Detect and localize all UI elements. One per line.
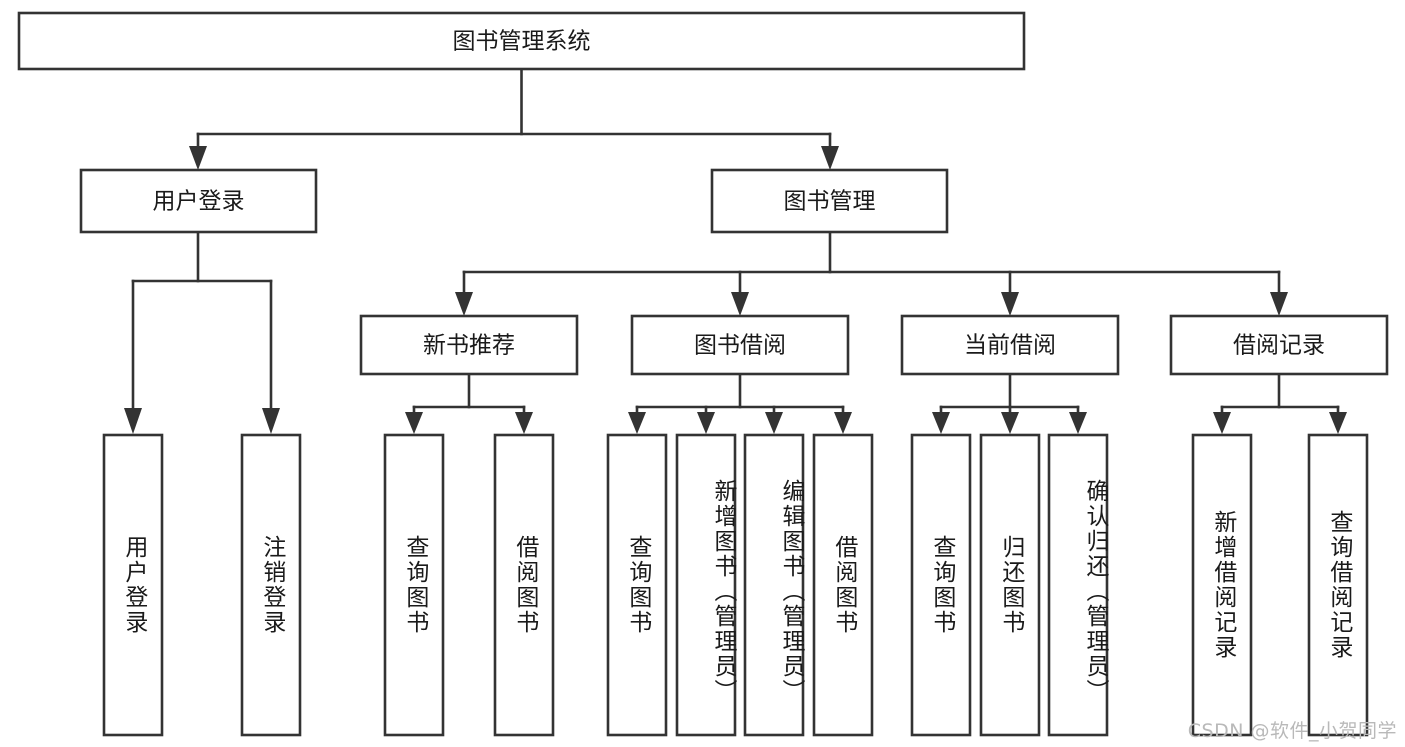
node-leaf-query-record-box[interactable] (1307, 433, 1369, 737)
node-leaf-query-book-1-box[interactable] (383, 433, 445, 737)
node-current-borrow[interactable]: 当前借阅 (900, 314, 1120, 376)
node-root-label: 图书管理系统 (453, 29, 591, 55)
arrow-head-leaf-query-book-2 (628, 412, 646, 434)
arrow-head-leaf-edit-book (765, 412, 783, 434)
arrow-head-leaf-borrow-book-1 (515, 412, 533, 434)
node-leaf-borrow-book-2-box[interactable] (812, 433, 874, 737)
arrow-head-leaf-add-record (1213, 412, 1231, 434)
node-new-book-rec[interactable]: 新书推荐 (359, 314, 579, 376)
node-user-login[interactable]: 用户登录 (79, 168, 318, 234)
arrow-head-new-book-rec (455, 292, 473, 316)
node-book-manage-box[interactable] (710, 168, 949, 234)
node-new-book-rec-label: 新书推荐 (423, 333, 515, 359)
node-book-borrow[interactable]: 图书借阅 (630, 314, 850, 376)
node-leaf-return-book-box[interactable] (979, 433, 1041, 737)
connector-group-root (189, 67, 839, 170)
connector-group-current-borrow (932, 372, 1087, 434)
arrow-head-leaf-confirm-return (1069, 412, 1087, 434)
node-new-book-rec-box[interactable] (359, 314, 579, 376)
node-user-login-box[interactable] (79, 168, 318, 234)
arrow-head-leaf-return-book (1001, 412, 1019, 434)
watermark-text: CSDN @软件_小贺同学 (1187, 720, 1397, 742)
arrow-head-book-manage (821, 146, 839, 170)
arrow-head-leaf-user-login (124, 408, 142, 434)
node-leaf-query-book-2-box[interactable] (606, 433, 668, 737)
node-leaf-query-book-3-box[interactable] (910, 433, 972, 737)
connector-group-book-borrow (628, 372, 852, 434)
arrow-head-leaf-logout (262, 408, 280, 434)
leaf-box-group (102, 433, 1369, 737)
arrow-head-leaf-query-record (1329, 412, 1347, 434)
arrow-head-leaf-borrow-book-2 (834, 412, 852, 434)
node-leaf-add-book-box[interactable] (675, 433, 737, 737)
node-book-borrow-box[interactable] (630, 314, 850, 376)
node-book-manage-label: 图书管理 (784, 189, 876, 215)
node-root-box[interactable] (17, 11, 1026, 71)
arrow-head-book-borrow (731, 292, 749, 316)
connector-group-user-login (124, 230, 280, 434)
arrow-head-borrow-record (1270, 292, 1288, 316)
node-borrow-record-box[interactable] (1169, 314, 1389, 376)
node-leaf-add-record-box[interactable] (1191, 433, 1253, 737)
node-leaf-edit-book-box[interactable] (743, 433, 805, 737)
connector-group-new-book-rec (405, 372, 533, 434)
node-leaf-logout-box[interactable] (240, 433, 302, 737)
connector-group-borrow-record (1213, 372, 1347, 434)
node-book-manage[interactable]: 图书管理 (710, 168, 949, 234)
node-user-login-label: 用户登录 (153, 189, 245, 215)
arrow-head-leaf-query-book-3 (932, 412, 950, 434)
arrow-head-leaf-add-book (697, 412, 715, 434)
arrow-head-current-borrow (1001, 292, 1019, 316)
node-current-borrow-box[interactable] (900, 314, 1120, 376)
node-current-borrow-label: 当前借阅 (964, 333, 1056, 359)
node-borrow-record[interactable]: 借阅记录 (1169, 314, 1389, 376)
node-leaf-user-login-box[interactable] (102, 433, 164, 737)
node-borrow-record-label: 借阅记录 (1233, 333, 1325, 359)
connector-group-book-manage (455, 230, 1288, 316)
node-leaf-confirm-return-box[interactable] (1047, 433, 1109, 737)
node-book-borrow-label: 图书借阅 (694, 333, 786, 359)
node-root[interactable]: 图书管理系统 (17, 11, 1026, 71)
node-leaf-borrow-book-1-box[interactable] (493, 433, 555, 737)
arrow-head-leaf-query-book-1 (405, 412, 423, 434)
arrow-head-user-login (189, 146, 207, 170)
